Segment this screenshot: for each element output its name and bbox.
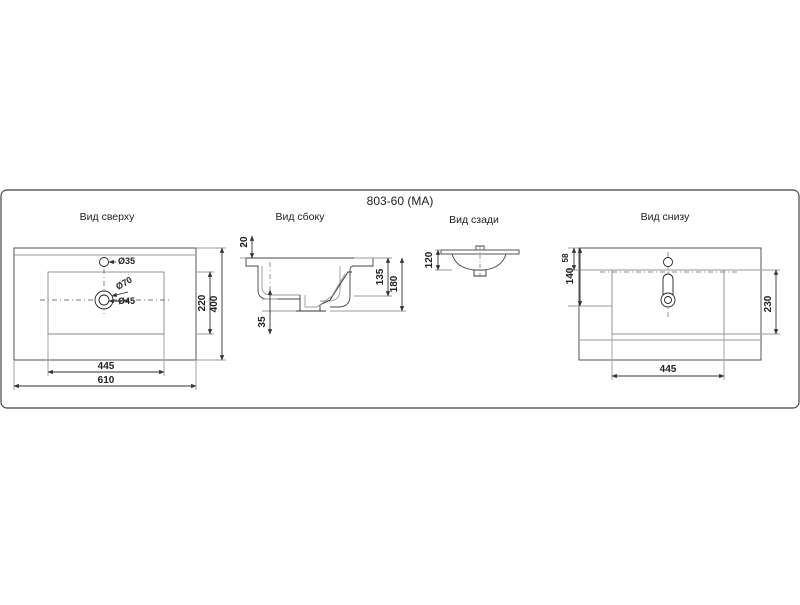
drawing-title: 803-60 (MA): [367, 194, 434, 208]
view-label-back: Вид сзади: [449, 214, 499, 226]
dim-side-135: 135: [375, 268, 386, 285]
side-view: [240, 235, 406, 335]
tap-hole: [99, 257, 109, 267]
top-view-outline: [13, 247, 197, 361]
view-label-bottom: Вид снизу: [641, 211, 691, 223]
dim-top-610: 610: [98, 375, 115, 386]
dim-side-20: 20: [239, 236, 250, 248]
view-label-top: Вид сверху: [80, 211, 135, 223]
dim-top-400: 400: [209, 295, 220, 312]
dim-top-220: 220: [197, 294, 208, 311]
dim-drain-inner-diameter: Ø45: [118, 296, 135, 306]
top-view: [13, 247, 226, 390]
dim-bottom-58: 58: [561, 253, 570, 262]
dim-bottom-140: 140: [565, 267, 576, 284]
dim-side-180: 180: [389, 275, 400, 292]
dim-side-35: 35: [257, 316, 268, 328]
side-view-rim: [246, 257, 374, 308]
drain-inner: [98, 294, 110, 306]
back-view: [435, 245, 520, 278]
dim-bottom-445: 445: [660, 364, 677, 375]
bottom-view-bowl: [611, 269, 725, 335]
dim-bottom-230: 230: [763, 295, 774, 312]
dim-tap-diameter: Ø35: [118, 256, 135, 266]
dim-back-120: 120: [424, 251, 435, 268]
bottom-tap-hole: [663, 257, 673, 267]
view-label-side: Вид сбоку: [276, 211, 326, 223]
back-view-bowl: [451, 253, 507, 271]
bottom-view: [568, 247, 780, 380]
dim-top-445: 445: [98, 361, 115, 372]
